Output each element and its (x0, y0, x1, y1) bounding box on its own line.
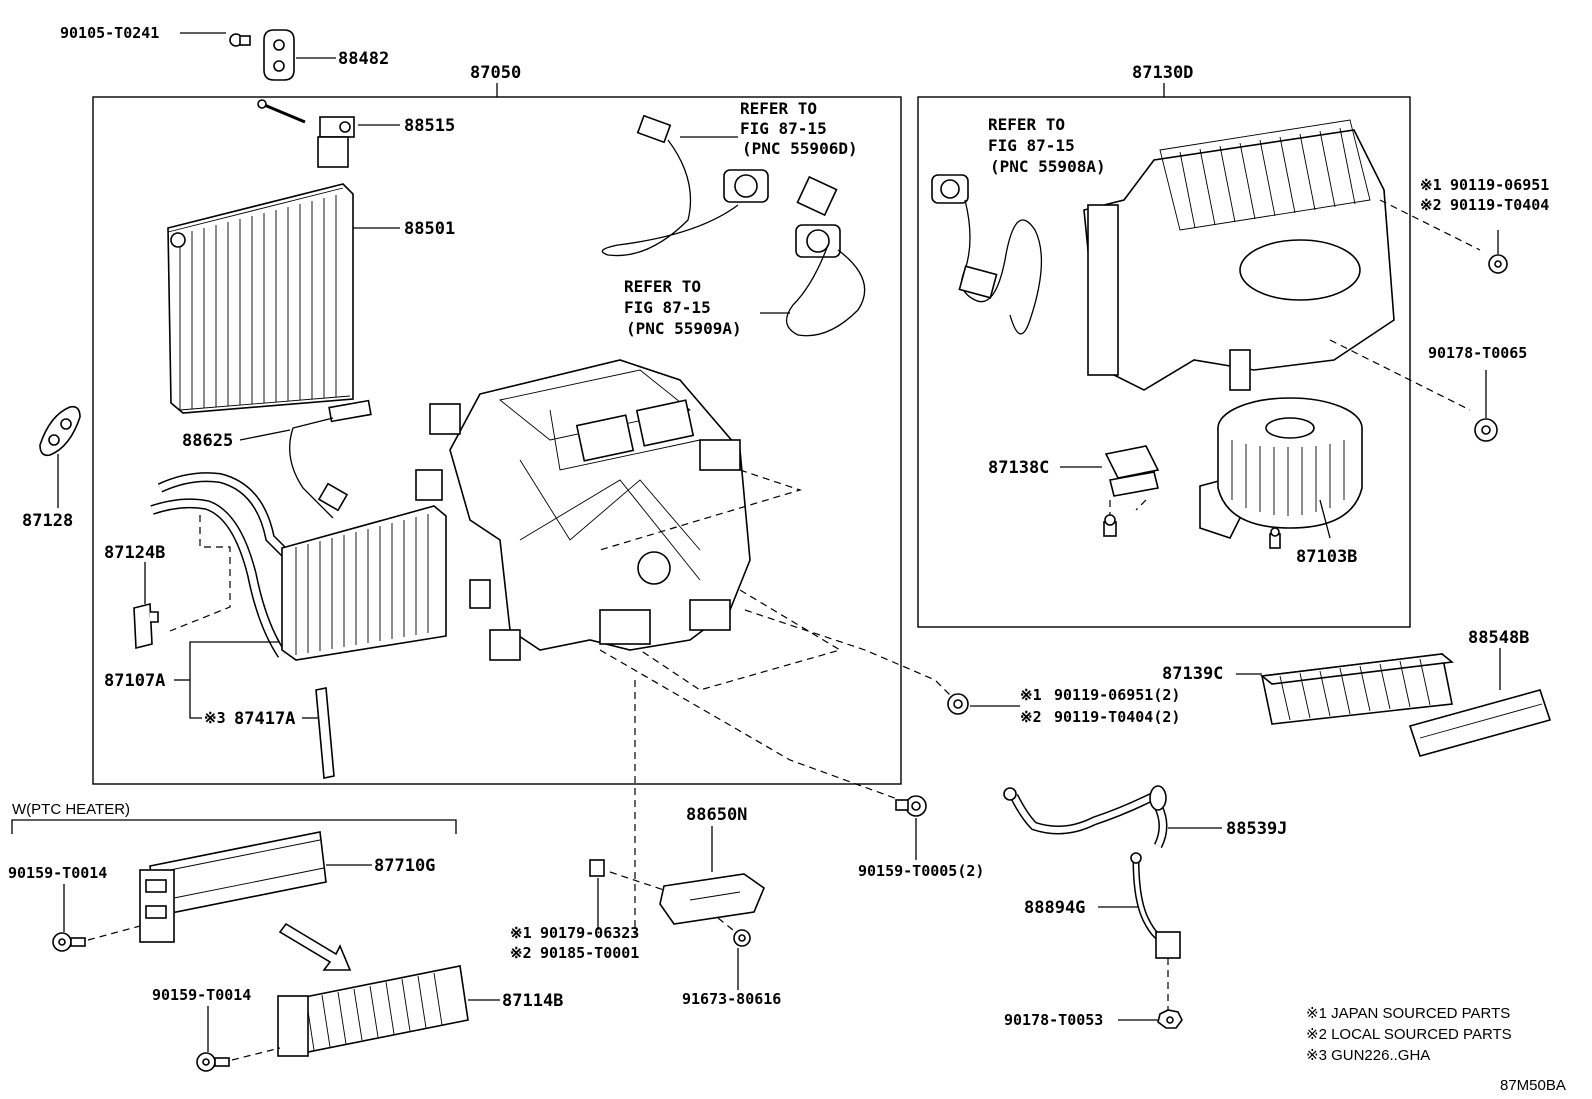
label-90185-T0001: 90185-T0001 (540, 944, 639, 962)
ptc-heater-87710G-icon (139, 831, 327, 943)
wire-harness-55908A-icon (931, 174, 1043, 335)
screw-91673-icon (733, 929, 751, 947)
mark-87417A: ※3 (204, 709, 226, 727)
ref3-line2: FIG 87-15 (988, 136, 1075, 155)
ptc-heater-section-label: W(PTC HEATER) (12, 801, 130, 818)
ref1-line2: FIG 87-15 (740, 119, 827, 138)
label-88482: 88482 (338, 49, 389, 69)
label-90159-T0005-2: 90159-T0005(2) (858, 862, 984, 880)
label-90159-T0014-upper: 90159-T0014 (8, 864, 107, 882)
air-filter-87139C-icon (1260, 653, 1454, 725)
ref1-line3: (PNC 55906D) (742, 139, 858, 158)
note-2: ※2 LOCAL SOURCED PARTS (1306, 1026, 1512, 1043)
screw-90119-center-icon (947, 693, 969, 715)
label-88501: 88501 (404, 219, 455, 239)
label-87139C: 87139C (1162, 664, 1223, 684)
blower-motor-87103B-icon (1199, 397, 1363, 539)
screw-90119-right-icon (1488, 254, 1508, 274)
screw-90159-T0014-upper-icon (52, 932, 86, 952)
label-87124B: 87124B (104, 543, 165, 563)
mark-90119-a2: ※2 (1420, 196, 1442, 214)
bracket-88650N-icon (659, 873, 765, 925)
clip-87124B-icon (133, 602, 159, 650)
ref3-line3: (PNC 55908A) (990, 157, 1106, 176)
mark-90119-b1: ※1 (1020, 686, 1042, 704)
bracket-88482-icon (263, 29, 295, 81)
label-87417A: 87417A (234, 709, 295, 729)
label-90178-T0053: 90178-T0053 (1004, 1011, 1103, 1029)
resistor-87138C-icon (1104, 445, 1160, 497)
label-90179-06323: 90179-06323 (540, 924, 639, 942)
ref1-line1: REFER TO (740, 99, 817, 118)
label-87050: 87050 (470, 63, 521, 83)
label-87710G: 87710G (374, 856, 435, 876)
screw-87138C-icon (1103, 514, 1117, 537)
label-87130D: 87130D (1132, 63, 1193, 83)
label-88650N: 88650N (686, 805, 747, 825)
clip-90179-icon (589, 859, 605, 877)
label-90119-T0404-2: 90119-T0404(2) (1054, 708, 1180, 726)
label-87107A: 87107A (104, 671, 165, 691)
sensor-88894G-icon (1130, 852, 1181, 959)
bolt-90105-icon (229, 33, 251, 47)
seal-88548B-icon (1408, 689, 1552, 757)
wire-harness-55906D-icon (601, 114, 838, 257)
seal-87417A-icon (315, 687, 335, 779)
mark-90119-b2: ※2 (1020, 708, 1042, 726)
label-88625: 88625 (182, 431, 233, 451)
label-90159-T0014-lower: 90159-T0014 (152, 986, 251, 1004)
diagram-code: 87M50BA (1500, 1077, 1566, 1094)
label-91673-80616: 91673-80616 (682, 990, 781, 1008)
label-88548B: 88548B (1468, 628, 1529, 648)
ref2-line3: (PNC 55909A) (626, 319, 742, 338)
label-90119-T0404: 90119-T0404 (1450, 196, 1549, 214)
heater-core-87107A-icon (150, 472, 447, 661)
hvac-case-87050-icon (415, 359, 751, 661)
label-90119-06951-2: 90119-06951(2) (1054, 686, 1180, 704)
label-88894G: 88894G (1024, 898, 1085, 918)
hose-88539J-icon (1003, 785, 1168, 849)
label-88539J: 88539J (1226, 819, 1287, 839)
sensor-88625-icon (289, 399, 372, 519)
label-90119-06951: 90119-06951 (1450, 176, 1549, 194)
mark-90179: ※1 (510, 924, 532, 942)
label-87138C: 87138C (988, 458, 1049, 478)
evaporator-88501-icon (167, 183, 354, 414)
nut-90178-T0053-icon (1157, 1009, 1183, 1029)
wire-harness-55909A-icon (760, 224, 866, 337)
ref3-line1: REFER TO (988, 115, 1065, 134)
ref2-line2: FIG 87-15 (624, 298, 711, 317)
label-90178-T0065: 90178-T0065 (1428, 344, 1527, 362)
note-3: ※3 GUN226..GHA (1306, 1047, 1430, 1064)
label-87128: 87128 (22, 511, 73, 531)
arrow-icon (278, 922, 352, 971)
nut-90178-T0065-icon (1474, 418, 1498, 442)
expansion-valve-88515-icon (257, 99, 355, 168)
blower-case-87130D-icon (1083, 119, 1395, 391)
grommet-87128-icon (39, 405, 81, 457)
ref2-line1: REFER TO (624, 277, 701, 296)
ptc-heater-87114B-icon (277, 965, 469, 1057)
mark-90119-a1: ※1 (1420, 176, 1442, 194)
label-87114B: 87114B (502, 991, 563, 1011)
mark-90185: ※2 (510, 944, 532, 962)
label-88515: 88515 (404, 116, 455, 136)
note-1: ※1 JAPAN SOURCED PARTS (1306, 1005, 1510, 1022)
label-87103B: 87103B (1296, 547, 1357, 567)
label-90105-T0241: 90105-T0241 (60, 24, 159, 42)
screw-90159-T0014-lower-icon (196, 1052, 230, 1072)
screw-90159-T0005-icon (895, 795, 927, 817)
screw-87103B-icon (1269, 527, 1281, 549)
